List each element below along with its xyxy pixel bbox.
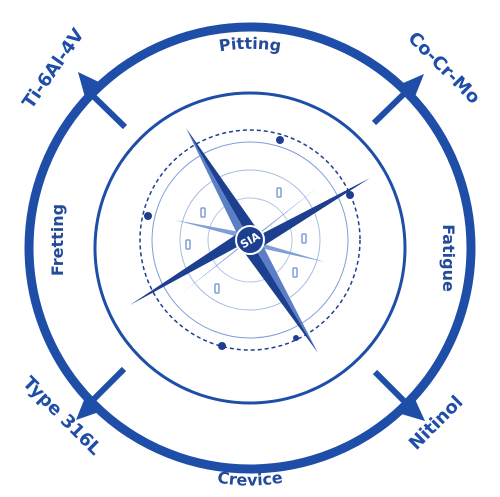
inner-ring xyxy=(93,91,407,405)
arrow-top-right xyxy=(401,74,424,99)
ring-label-right: Fatigue xyxy=(439,224,458,292)
corner-label-bottom-left: Type 316L xyxy=(18,373,105,460)
outer-ring xyxy=(24,22,476,474)
ring-label-left: Fretting xyxy=(48,204,67,276)
arrow-bottom-right xyxy=(398,397,425,421)
arrow-top-left xyxy=(78,72,103,101)
compass-rose-icon: SIA xyxy=(130,128,370,353)
ring-label-bottom: Crevice xyxy=(216,468,284,490)
divider-top-right xyxy=(371,83,415,126)
corner-label-top-left: Ti-6Al-4V xyxy=(18,25,88,113)
divider-bottom-left xyxy=(85,366,127,408)
ring-label-top: Pitting xyxy=(218,34,283,56)
arrow-bottom-left xyxy=(76,395,102,420)
divider-top-left xyxy=(84,87,128,130)
divider-bottom-right xyxy=(372,369,414,411)
